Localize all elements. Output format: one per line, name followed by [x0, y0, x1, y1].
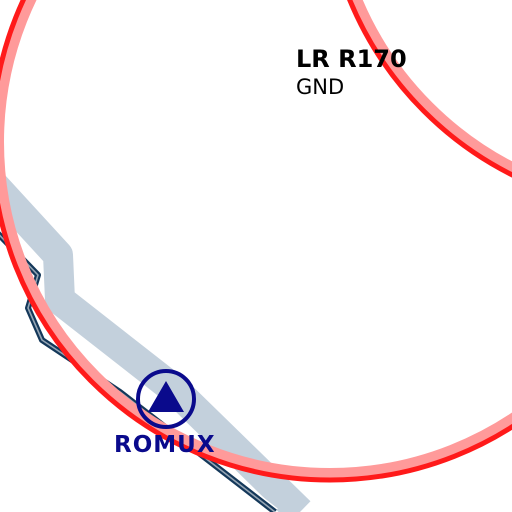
- adjacent-area-outline[interactable]: [324, 0, 512, 211]
- border-buffer-band: [0, 169, 311, 512]
- adjacent-area-tint: [349, 0, 512, 175]
- waypoint-symbol[interactable]: [136, 369, 196, 429]
- triangle-icon: [148, 381, 184, 412]
- restricted-area-tint: [0, 0, 512, 480]
- airspace-lower-limit-label: GND: [296, 75, 345, 99]
- restricted-area-outline[interactable]: [0, 0, 512, 483]
- waypoint-ring: [136, 369, 196, 429]
- airspace-id-label: LR R170: [296, 45, 407, 73]
- waypoint-name-label: ROMUX: [114, 432, 216, 458]
